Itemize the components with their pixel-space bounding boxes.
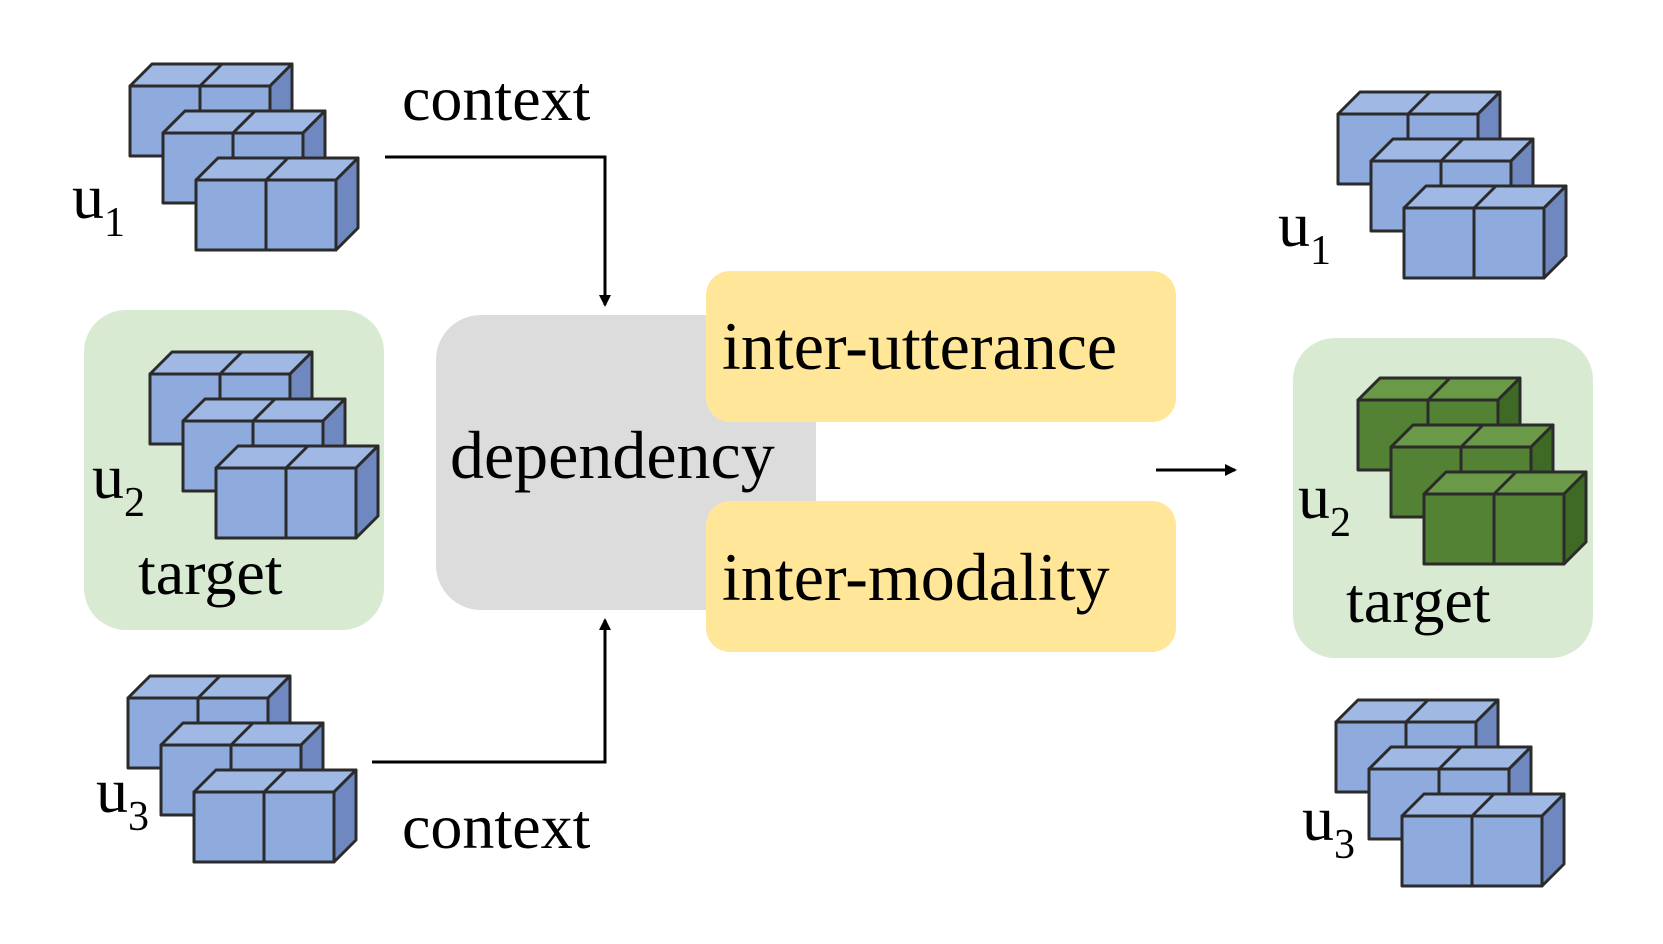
cube-edge: [1459, 423, 1485, 449]
cube-edge: [251, 397, 277, 423]
cube-front-face: [1402, 206, 1476, 280]
cube-front-face: [1422, 492, 1496, 566]
cube-edge: [1439, 137, 1465, 163]
inter-modality-box: [706, 501, 1176, 652]
cube-edge: [231, 109, 257, 135]
cube-edge: [229, 721, 255, 747]
utterance-label-right-2: u2: [1298, 461, 1351, 546]
cube-edge: [1470, 792, 1496, 818]
cube-edge: [284, 444, 310, 470]
cube-edge: [262, 768, 288, 794]
cube-stack-right-u1: [1336, 90, 1568, 280]
cube-front-face: [214, 466, 288, 540]
utterance-label-right-1: u1: [1278, 189, 1331, 274]
context-arrow-bottom: [372, 618, 611, 764]
cube-front-face: [1470, 814, 1544, 888]
cube-front-face: [1472, 206, 1546, 280]
cube-edge: [218, 350, 244, 376]
target-label-right: target: [1346, 565, 1491, 636]
cube-stack-right-u3: [1334, 698, 1566, 888]
cube-front-face: [1400, 814, 1474, 888]
inter-utterance-box: [706, 271, 1176, 422]
cube-front-face: [1492, 492, 1566, 566]
cube-stack-left-u1: [128, 62, 360, 252]
cube-edge: [1426, 376, 1452, 402]
cube-stack-left-u2: [148, 350, 380, 540]
target-label-left: target: [138, 537, 283, 608]
utterance-label-left-1: u1: [72, 161, 125, 246]
cube-edge: [1437, 745, 1463, 771]
utterance-label-left-3: u3: [96, 755, 149, 840]
cube-front-face: [264, 178, 338, 252]
cube-front-face: [284, 466, 358, 540]
cube-edge: [198, 62, 224, 88]
inter-modality-label: inter-modality: [722, 539, 1110, 615]
context-arrow-top: [385, 155, 611, 307]
cube-edge: [1472, 184, 1498, 210]
cube-groups: [126, 62, 1588, 888]
cube-stack-right-u2: [1356, 376, 1588, 566]
context-label-top: context: [402, 63, 591, 134]
context-label-bottom: context: [402, 791, 591, 862]
cube-front-face: [262, 790, 336, 864]
cube-front-face: [194, 178, 268, 252]
cube-edge: [1406, 90, 1432, 116]
cube-edge: [196, 674, 222, 700]
utterance-label-left-2: u2: [92, 441, 145, 526]
utterance-label-right-3: u3: [1302, 783, 1355, 868]
cube-front-face: [192, 790, 266, 864]
dependency-label: dependency: [450, 417, 775, 493]
cube-edge: [264, 156, 290, 182]
cube-stack-left-u3: [126, 674, 358, 864]
inter-utterance-label: inter-utterance: [722, 308, 1117, 384]
cube-edge: [1404, 698, 1430, 724]
cube-edge: [1492, 470, 1518, 496]
